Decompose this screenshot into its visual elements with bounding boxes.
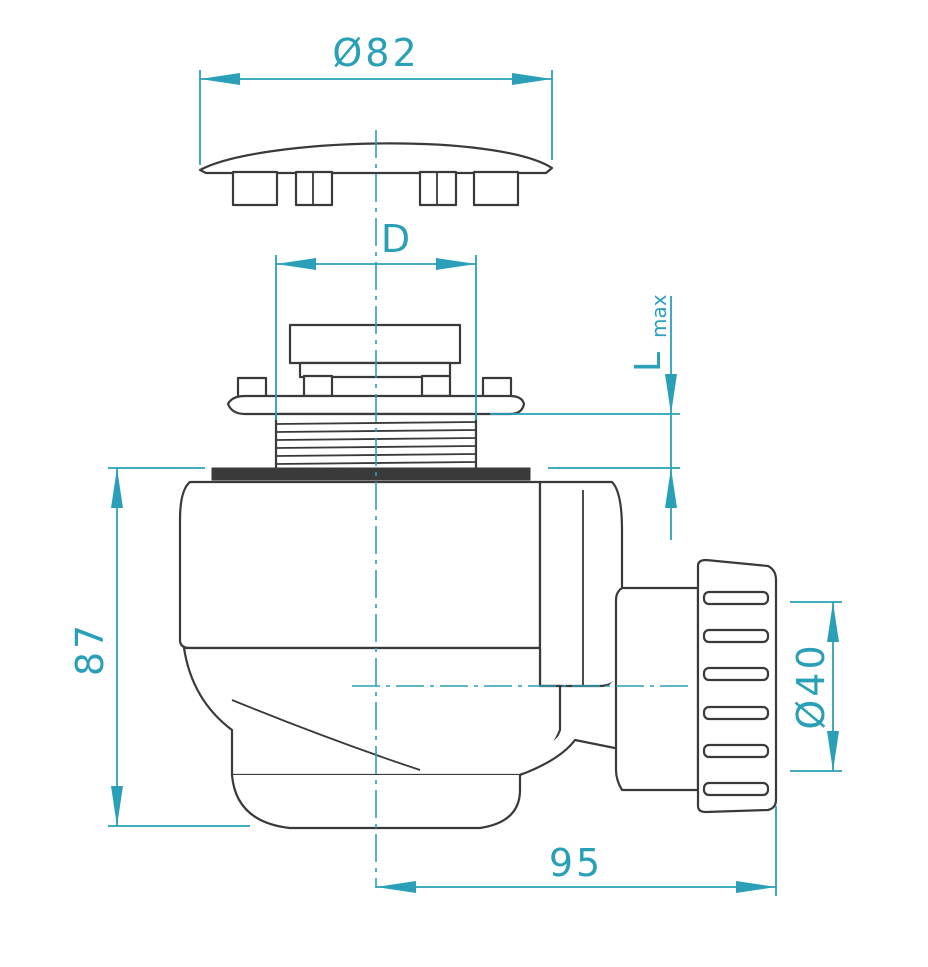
dimension-cover-diameter: Ø82 bbox=[199, 31, 553, 165]
dimension-height: 87 bbox=[68, 467, 250, 827]
dimension-label-height: 87 bbox=[68, 622, 112, 676]
grate-flange bbox=[226, 323, 526, 416]
threaded-neck bbox=[211, 412, 531, 481]
dimension-label-horizontal-offset: 95 bbox=[549, 841, 603, 885]
cover-cap bbox=[198, 142, 554, 207]
dimension-grate-diameter: D bbox=[275, 217, 477, 420]
dimension-label-length-max: L bbox=[628, 352, 669, 372]
dimension-label-grate-diameter: D bbox=[381, 217, 413, 261]
dimension-length-max: L max bbox=[490, 294, 680, 540]
dimension-outlet-diameter: Ø40 bbox=[789, 601, 842, 772]
dimension-horizontal-offset: 95 bbox=[376, 806, 777, 896]
dimension-label-length-max-subscript: max bbox=[647, 294, 671, 338]
dimension-label-outlet-diameter: Ø40 bbox=[789, 642, 833, 729]
outlet-nut bbox=[614, 558, 778, 814]
dimension-label-cover-diameter: Ø82 bbox=[332, 31, 419, 75]
